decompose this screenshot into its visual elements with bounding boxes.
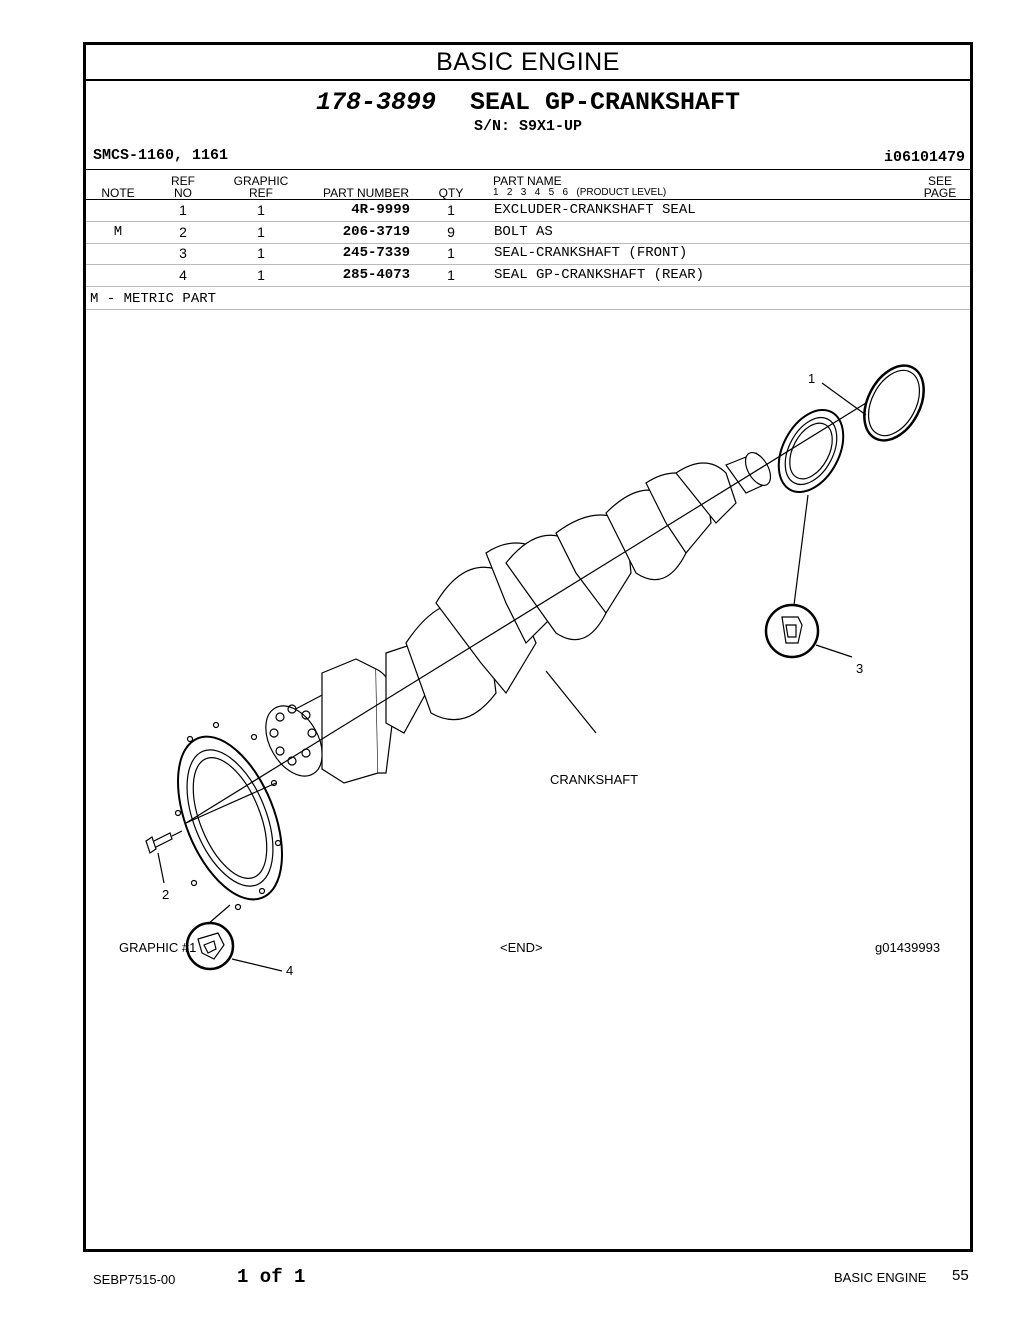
section-title: BASIC ENGINE: [86, 45, 970, 81]
col-see-page-bottom: PAGE: [923, 186, 957, 200]
table-row-1-part-name: EXCLUDER-CRANKSHAFT SEAL: [494, 202, 696, 218]
callout-2: 2: [162, 887, 169, 902]
footer-section: BASIC ENGINE: [834, 1270, 927, 1285]
callout-4: 4: [286, 963, 293, 978]
table-row-1-qty: 1: [447, 202, 455, 218]
table-row-4-part-number[interactable]: 285-4073: [342, 267, 410, 283]
end-label: <END>: [500, 940, 543, 955]
table-row-3-qty: 1: [447, 245, 455, 261]
table-row-2-part-name: BOLT AS: [494, 224, 553, 240]
table-row-3-part-name: SEAL-CRANKSHAFT (FRONT): [494, 245, 688, 261]
callout-3: 3: [856, 661, 863, 676]
row-divider: [86, 243, 970, 244]
group-part-number[interactable]: 178-3899: [315, 88, 436, 117]
table-row-2-qty: 9: [447, 224, 455, 240]
table-row-3-part-number[interactable]: 245-7339: [342, 245, 410, 261]
page-of: 1 of 1: [237, 1266, 306, 1288]
front-crankshaft-seal: [777, 408, 845, 494]
illustration-id: i06101479: [883, 149, 965, 166]
col-qty: QTY: [438, 186, 464, 200]
col-graphic-ref-bottom: REF: [249, 186, 273, 200]
table-row-4-graphic-ref: 1: [257, 267, 265, 283]
page-number: 55: [952, 1267, 969, 1284]
col-graphic-ref-top: GRAPHIC: [233, 174, 289, 188]
table-row-1-ref-no: 1: [179, 202, 187, 218]
table-row-3-graphic-ref: 1: [257, 245, 265, 261]
crankshaft-label: CRANKSHAFT: [550, 772, 638, 787]
col-see-page-top: SEE: [927, 174, 952, 188]
group-name: SEAL GP-CRANKSHAFT: [469, 88, 741, 117]
table-row-4-qty: 1: [447, 267, 455, 283]
table-row-4-ref-no: 4: [179, 267, 187, 283]
row-divider: [86, 264, 970, 265]
table-row-3-ref-no: 3: [179, 245, 187, 261]
col-product-level: 1 2 3 4 5 6 (PRODUCT LEVEL): [493, 187, 667, 198]
table-row-2-part-number[interactable]: 206-3719: [342, 224, 410, 240]
row-divider: [86, 221, 970, 222]
doc-id: SEBP7515-00: [93, 1272, 176, 1287]
table-header-divider: [86, 199, 970, 200]
bolt: [145, 830, 183, 854]
serial-number: S/N: S9X1-UP: [473, 118, 583, 135]
group-title: 178-3899 SEAL GP-CRANKSHAFT: [86, 89, 970, 117]
table-row-1-graphic-ref: 1: [257, 202, 265, 218]
crankshaft-illustration: [265, 452, 772, 784]
col-ref-no-top: REF: [171, 174, 195, 188]
graphic-id: g01439993: [875, 940, 941, 955]
table-row-2-graphic-ref: 1: [257, 224, 265, 240]
row-divider: [86, 286, 970, 287]
detail-circle-front-seal: [764, 603, 820, 659]
callout-1: 1: [808, 371, 815, 386]
col-ref-no-bottom: NO: [174, 186, 192, 200]
table-row-1-part-number[interactable]: 4R-9999: [351, 202, 410, 218]
table-row-2-note: M: [113, 224, 123, 240]
smcs-code: SMCS-1160, 1161: [93, 147, 229, 164]
table-row-4-part-name: SEAL GP-CRANKSHAFT (REAR): [494, 267, 705, 283]
row-divider: [86, 309, 970, 310]
header-divider: [86, 169, 970, 170]
col-part-name: PART NAME: [493, 174, 562, 188]
exploded-view-diagram: 1 2 3 4 CRANKSHAFT: [145, 364, 925, 978]
col-part-number: PART NUMBER: [322, 186, 409, 200]
detail-circle-rear-seal: [185, 921, 235, 971]
table-row-2-ref-no: 2: [179, 224, 187, 240]
excluder-crankshaft-seal: [863, 364, 925, 442]
graphic-label: GRAPHIC #1: [119, 940, 197, 955]
metric-legend: M - METRIC PART: [90, 291, 217, 307]
col-note: NOTE: [101, 186, 135, 200]
rear-crankshaft-seal: [174, 721, 283, 911]
